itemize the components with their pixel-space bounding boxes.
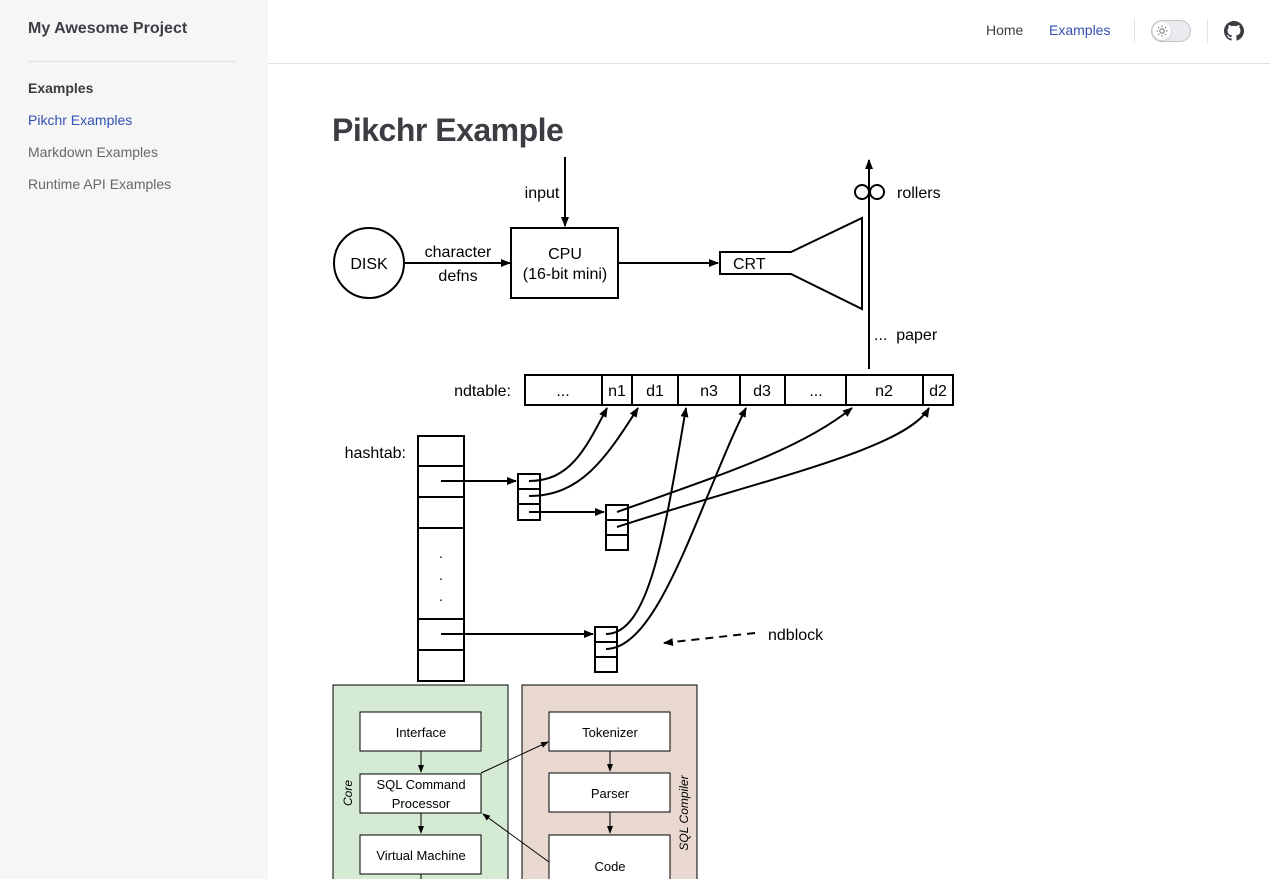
hashtab-dot: .	[439, 567, 443, 583]
sql-command-label: Processor	[392, 796, 451, 811]
page-title: Pikchr Example	[332, 112, 564, 148]
nav-examples-link[interactable]: Examples	[1049, 22, 1111, 38]
sidebar-divider	[28, 61, 236, 62]
cpu-box	[510, 227, 619, 299]
sidebar-item-pikchr-examples[interactable]: Pikchr Examples	[28, 112, 133, 128]
interface-label: Interface	[396, 725, 447, 740]
sidebar-item-markdown-examples[interactable]: Markdown Examples	[28, 144, 158, 160]
cpu-sublabel: (16-bit mini)	[523, 266, 607, 283]
nav-separator	[1207, 19, 1208, 43]
ndtable-cell: n1	[608, 383, 626, 400]
ndtable-label: ndtable:	[454, 383, 511, 400]
ndtable-cell: ...	[556, 383, 569, 400]
roller-right	[869, 184, 885, 200]
github-icon[interactable]	[1224, 21, 1244, 41]
sidebar-item-runtime-api-examples[interactable]: Runtime API Examples	[28, 176, 172, 192]
sidebar: My Awesome Project Examples Pikchr Examp…	[0, 0, 268, 879]
theme-toggle[interactable]	[1151, 20, 1191, 42]
disk-label: DISK	[350, 256, 388, 273]
ndtable-cell: d1	[646, 383, 664, 400]
ndtable-cell: d2	[929, 383, 947, 400]
character-label: character	[425, 244, 492, 261]
hashtab-dot: .	[439, 588, 443, 604]
core-label: Core	[341, 780, 355, 806]
compiler-label: SQL Compiler	[677, 774, 691, 850]
tokenizer-box	[548, 711, 671, 752]
node-block	[517, 473, 541, 521]
crt-shape	[719, 216, 863, 311]
ndblock-label: ndblock	[768, 627, 824, 644]
node-block	[605, 504, 629, 551]
nav-home-link[interactable]: Home	[986, 22, 1024, 38]
defns-label: defns	[438, 268, 477, 285]
node-block	[594, 626, 618, 673]
vm-box	[359, 834, 482, 875]
paper-label: ... paper	[874, 327, 938, 344]
cpu-label: CPU	[548, 246, 582, 263]
roller-left	[854, 184, 870, 200]
ndtable-cell: d3	[753, 383, 771, 400]
parser-label: Parser	[591, 786, 630, 801]
sun-icon	[1153, 22, 1171, 40]
crt-label: CRT	[733, 256, 766, 273]
vm-label: Virtual Machine	[376, 848, 465, 863]
sqlite-architecture-diagram: Core SQL Compiler Interface SQL Command …	[332, 684, 698, 879]
nav-separator	[1134, 19, 1135, 43]
ndtable-cell: ...	[809, 383, 822, 400]
interface-box	[359, 711, 482, 752]
tokenizer-label: Tokenizer	[582, 725, 638, 740]
sql-command-label: SQL Command	[376, 777, 465, 792]
code-label: Code	[594, 859, 625, 874]
code-box	[548, 834, 671, 879]
parser-box	[548, 772, 671, 813]
site-title[interactable]: My Awesome Project	[28, 20, 188, 37]
hashtab-label: hashtab:	[345, 445, 406, 462]
sidebar-group-title: Examples	[28, 80, 94, 96]
computer-diagram: input DISK character defns CPU (16-bit m…	[333, 157, 941, 369]
top-navbar: Home Examples	[268, 0, 1270, 64]
ndtable-cell: n3	[700, 383, 718, 400]
hashtab	[417, 435, 465, 682]
input-label: input	[525, 185, 560, 202]
hashtable-diagram: ndtable: ... n1 d1 n3 d3 ... n2 d2 hasht…	[345, 374, 954, 682]
rollers-label: rollers	[897, 185, 941, 202]
sql-command-box	[359, 773, 482, 814]
hashtab-dot: .	[439, 545, 443, 561]
ndtable-cell: n2	[875, 383, 893, 400]
